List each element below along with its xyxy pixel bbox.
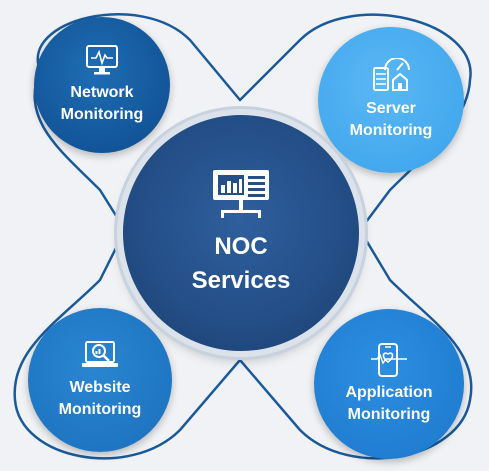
network-monitoring-node: Network Monitoring [34, 17, 170, 153]
node-label-line1: Application [345, 384, 433, 401]
node-label-line1: Network [70, 84, 134, 101]
website-monitoring-node: Website Monitoring [28, 308, 172, 452]
server-gauge-icon [373, 58, 410, 91]
node-label-line2: Monitoring [60, 106, 144, 123]
noc-services-center: NOC Services [123, 115, 359, 351]
phone-heartbeat-icon [371, 343, 407, 377]
laptop-search-icon [82, 341, 118, 367]
node-label-line1: Server [366, 100, 416, 117]
center-title-line1: NOC [214, 233, 268, 260]
center-title-line2: Services [191, 267, 291, 294]
server-monitoring-node: Server Monitoring [318, 27, 464, 173]
dashboard-monitor-icon [213, 170, 269, 218]
application-monitoring-node: Application Monitoring [314, 309, 464, 459]
node-label-line2: Monitoring [58, 401, 142, 418]
node-label-line1: Website [69, 379, 131, 396]
monitor-pulse-icon [86, 45, 118, 75]
node-label-line2: Monitoring [347, 406, 431, 423]
node-label-line2: Monitoring [349, 122, 433, 139]
